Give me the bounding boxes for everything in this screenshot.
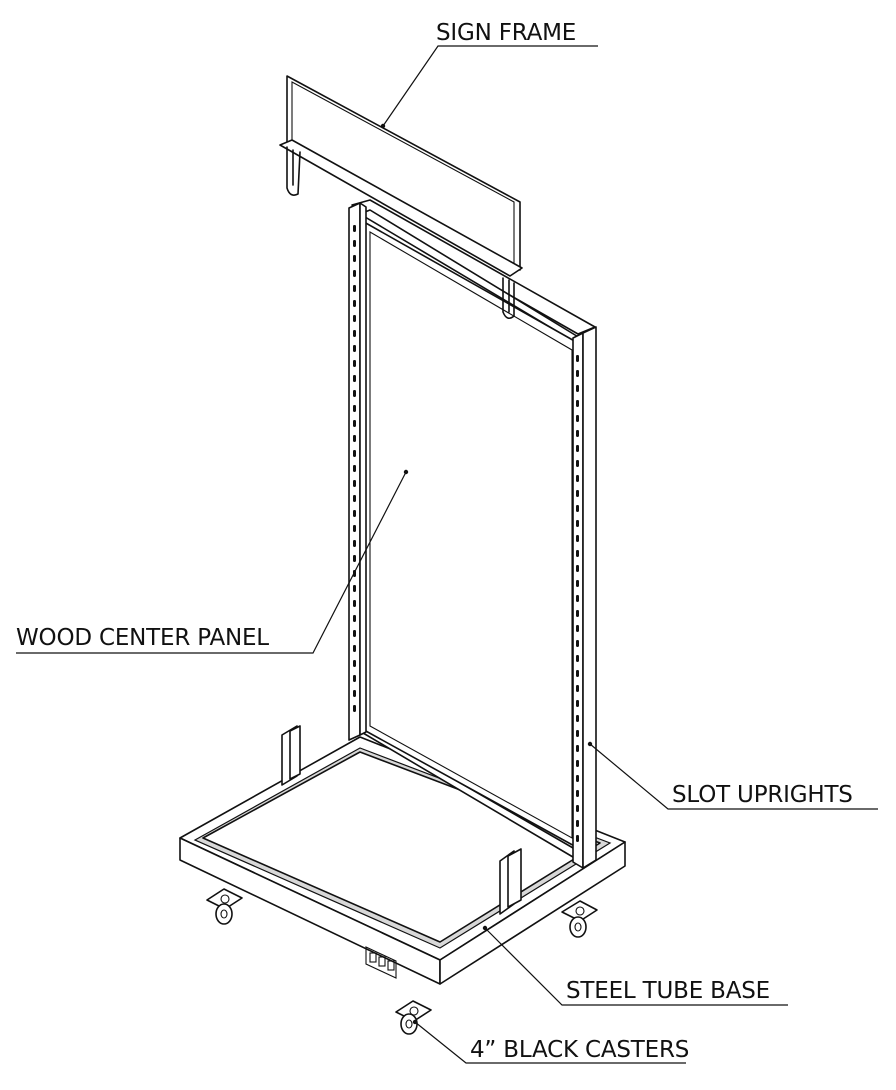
upright-slot [576,565,579,572]
upright-slot [576,520,579,527]
leader-slot-uprights [587,741,878,810]
upright-slot [576,400,579,407]
leader-steel-tube-base [482,925,788,1006]
upright-slot [353,360,356,367]
slot-upright-right [572,326,597,869]
slot-upright-left [348,202,367,741]
upright-slot [576,595,579,602]
base-bracket-left [281,725,301,786]
upright-slot [353,285,356,292]
upright-slot [353,555,356,562]
upright-slot [353,480,356,487]
upright-slot [576,550,579,557]
upright-slot [576,430,579,437]
upright-slot [576,490,579,497]
upright-slot [353,255,356,262]
upright-slot [353,225,356,232]
upright-slot [576,625,579,632]
upright-slot [576,460,579,467]
upright-slot [576,790,579,797]
upright-slot [353,510,356,517]
base-bracket-front [499,848,522,915]
upright-slot [576,745,579,752]
upright-slot [353,390,356,397]
upright-slot [576,355,579,362]
upright-slot [353,600,356,607]
upright-slot [576,775,579,782]
upright-slot [353,675,356,682]
label-black-casters: 4” BLACK CASTERS [470,1037,690,1063]
logo-plate-mark [365,946,397,979]
upright-slot [353,525,356,532]
upright-slot [576,655,579,662]
upright-slot [353,330,356,337]
label-wood-center-panel: WOOD CENTER PANEL [16,625,269,651]
upright-slot [353,645,356,652]
upright-slot [353,405,356,412]
upright-slot [353,375,356,382]
upright-slot [353,495,356,502]
upright-slot [576,730,579,737]
label-sign-frame: SIGN FRAME [436,20,577,46]
upright-slot [353,690,356,697]
upright-slot [576,835,579,842]
caster-left [206,888,243,925]
upright-slot [353,705,356,712]
upright-slot [576,805,579,812]
upright-slot [353,300,356,307]
upright-slot [576,445,579,452]
upright-slot [576,700,579,707]
upright-slot [353,450,356,457]
upright-slot [353,240,356,247]
upright-slot [353,420,356,427]
upright-slot [353,435,356,442]
upright-slot [576,415,579,422]
upright-slot [576,610,579,617]
upright-slot [576,640,579,647]
upright-slot [576,820,579,827]
leader-sign-frame [380,45,598,129]
upright-slot [353,315,356,322]
upright-slot [576,505,579,512]
upright-slot [353,270,356,277]
upright-slot [576,715,579,722]
upright-slot [353,465,356,472]
upright-slot [353,345,356,352]
label-steel-tube-base: STEEL TUBE BASE [566,978,770,1004]
upright-slot [353,615,356,622]
label-slot-uprights: SLOT UPRIGHTS [672,782,853,808]
upright-slot [576,670,579,677]
sign-frame [279,75,523,320]
upright-slot [576,370,579,377]
caster-front [395,1000,432,1035]
upright-slot [576,385,579,392]
upright-slot [576,475,579,482]
upright-slot [576,535,579,542]
upright-slot [353,540,356,547]
caster-right [561,900,598,938]
upright-slot [353,630,356,637]
upright-slot [576,760,579,767]
leader-black-casters [412,1019,686,1064]
upright-slot [353,585,356,592]
upright-slot [576,580,579,587]
leader-wood-center-panel [16,469,409,654]
upright-slot [353,660,356,667]
upright-slot [576,685,579,692]
